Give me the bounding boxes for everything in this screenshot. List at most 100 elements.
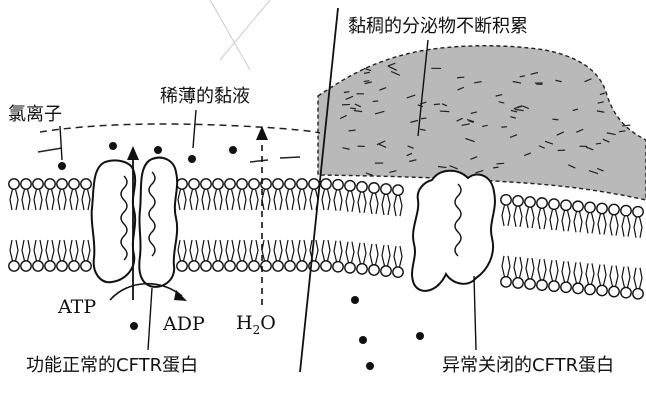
lipid-tail (22, 189, 25, 210)
lipid-tail (34, 189, 37, 210)
lipid-head (45, 261, 55, 271)
phospholipid (585, 202, 595, 233)
lipid-tail (394, 195, 397, 216)
lipid-head (381, 184, 391, 194)
lipid-tail (568, 210, 571, 231)
phospholipid (237, 179, 247, 210)
divider-line (300, 8, 338, 372)
lipid-head (33, 261, 43, 271)
lipid-tail (190, 189, 193, 210)
lipid-tail (58, 189, 61, 210)
lipid-tail (64, 189, 67, 210)
lipid-head (609, 204, 619, 214)
lipid-tail (634, 217, 637, 238)
lipid-head (189, 179, 199, 189)
phospholipid (21, 240, 31, 271)
water-transport-arrowhead (256, 126, 268, 140)
lipid-tail (208, 189, 211, 210)
lipid-tail (586, 263, 589, 284)
leader-thin-mucus (193, 110, 196, 148)
lipid-head (501, 195, 511, 205)
lipid-tail (556, 260, 559, 281)
lipid-tail (196, 189, 199, 210)
lipid-head (357, 182, 367, 192)
lipid-tail (268, 240, 271, 261)
phospholipid (513, 257, 523, 288)
phospholipid (45, 179, 55, 210)
phospholipid (345, 242, 355, 273)
lipid-tail (250, 189, 253, 210)
lipid-tail (178, 240, 181, 261)
lipid-head (621, 287, 631, 297)
water-label-o: O (260, 312, 276, 334)
lipid-head (393, 185, 403, 195)
phospholipid (33, 240, 43, 271)
chloride-ion-dot (109, 142, 117, 150)
phospholipid (213, 240, 223, 271)
phospholipid (297, 179, 307, 210)
lipid-tail (520, 206, 523, 227)
lipid-head (597, 203, 607, 213)
phospholipid (45, 240, 55, 271)
phospholipid (369, 183, 379, 214)
lipid-tail (376, 244, 379, 265)
lipid-head (189, 261, 199, 271)
chloride-ion-dot (229, 146, 237, 154)
leader-closed-cftr (474, 276, 476, 350)
mucus-dash (501, 127, 507, 128)
lipid-tail (70, 240, 73, 261)
lipid-head (33, 179, 43, 189)
phospholipid (285, 240, 295, 271)
lipid-head (297, 261, 307, 271)
atp-adp-arrowhead (174, 290, 187, 301)
lipid-tail (40, 240, 43, 261)
lipid-tail (226, 189, 229, 210)
lipid-tail (514, 206, 517, 227)
lipid-head (237, 261, 247, 271)
lipid-head (537, 198, 547, 208)
lipid-tail (22, 240, 25, 261)
lipid-head (573, 283, 583, 293)
phospholipid (573, 262, 583, 293)
lipid-tail (604, 264, 607, 285)
lipid-head (177, 261, 187, 271)
lipid-tail (334, 190, 337, 211)
lipid-head (501, 277, 511, 287)
lipid-tail (64, 240, 67, 261)
lipid-tail (220, 240, 223, 261)
lipid-head (321, 179, 331, 189)
lipid-tail (202, 240, 205, 261)
atp-label: ATP (58, 296, 96, 318)
lipid-tail (370, 193, 373, 214)
mucus-dash (434, 104, 440, 105)
phospholipid (381, 184, 391, 215)
phospholipid (345, 181, 355, 212)
chloride-ion-label: 氯离子 (8, 104, 62, 126)
lipid-tail (556, 209, 559, 230)
lipid-head (321, 261, 331, 271)
lipid-tail (268, 189, 271, 210)
lipid-tail (256, 189, 259, 210)
lipid-tail (352, 242, 355, 263)
lipid-head (369, 265, 379, 275)
phospholipid (21, 179, 31, 210)
phospholipid (561, 200, 571, 231)
lipid-tail (370, 244, 373, 265)
lipid-head (345, 181, 355, 191)
lipid-tail (562, 210, 565, 231)
phospholipid (9, 240, 19, 271)
phospholipid (297, 240, 307, 271)
lipid-head (273, 179, 283, 189)
water-label-h: H (236, 312, 253, 334)
lipid-tail (376, 193, 379, 214)
lipid-head (561, 282, 571, 292)
lipid-tail (538, 208, 541, 229)
lipid-tail (562, 261, 565, 282)
lipid-head (69, 179, 79, 189)
phospholipid (249, 179, 259, 210)
lipid-head (309, 179, 319, 189)
mucus-dash (622, 125, 630, 126)
phospholipid (537, 198, 547, 229)
mucus-dash (349, 130, 356, 131)
faint-stroke (210, 0, 250, 70)
